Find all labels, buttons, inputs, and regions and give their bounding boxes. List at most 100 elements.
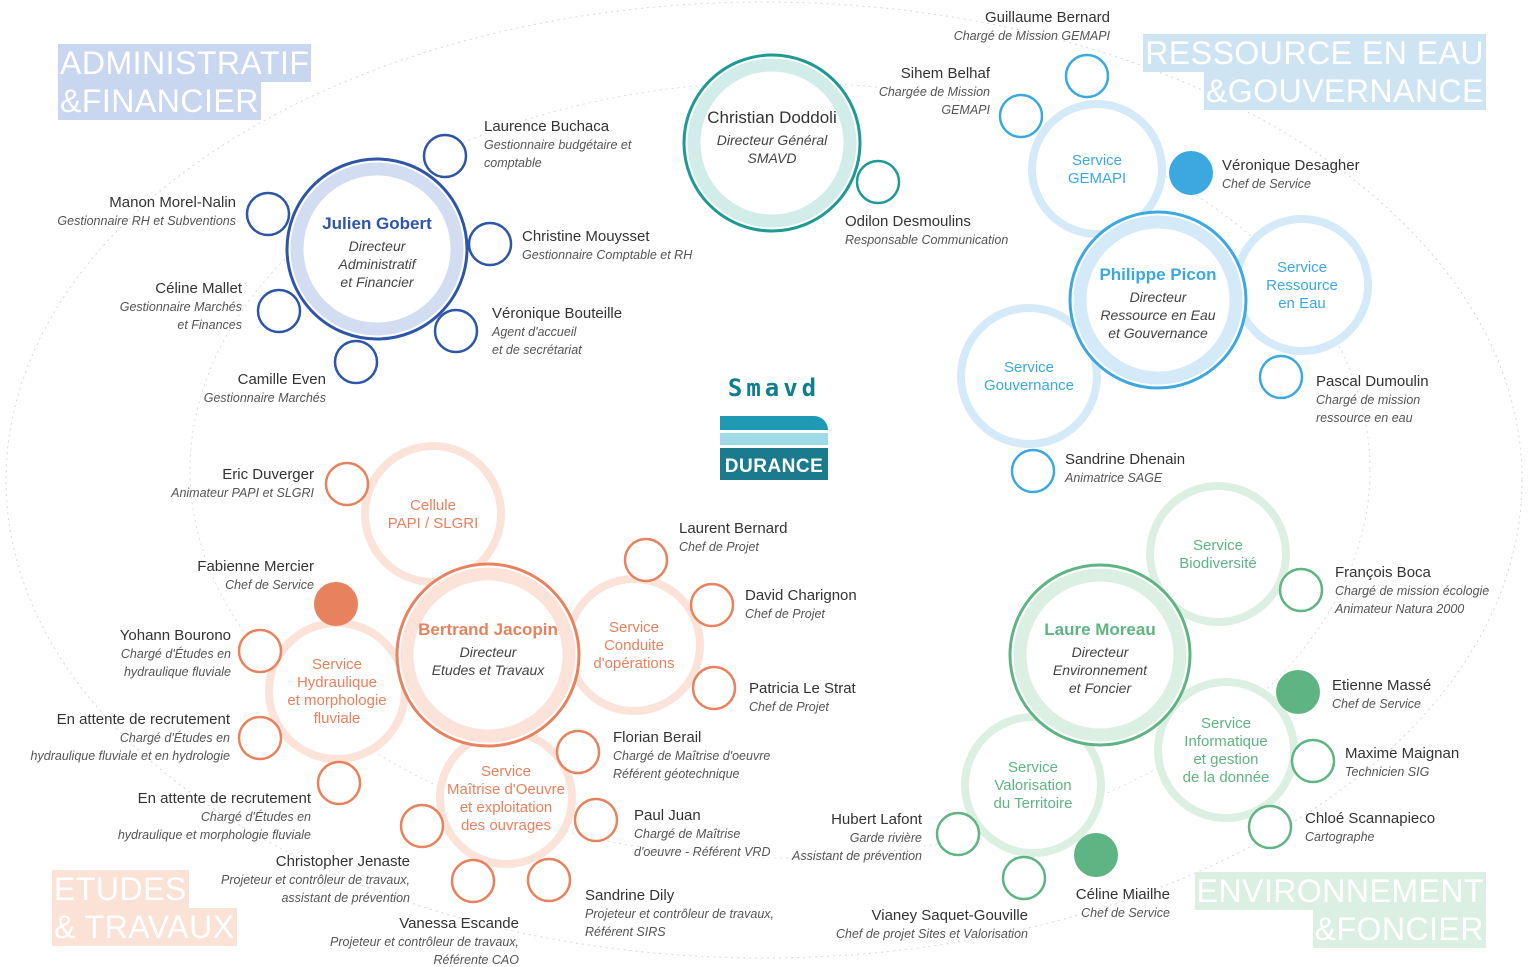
hub-dg-inner-ring xyxy=(687,58,857,228)
service-moe-label: Service xyxy=(481,763,531,780)
service-moe-label: des ouvrages xyxy=(461,817,551,834)
logo-wave-bottom xyxy=(720,448,828,480)
person-odilon-role: Responsable Communication xyxy=(845,233,1008,247)
service-hydraulique-label: Service xyxy=(312,656,362,673)
person-manon-ring xyxy=(245,191,291,237)
person-hubert-ring xyxy=(935,811,981,857)
person-david-name: David Charignon xyxy=(745,587,857,604)
person-vianey-role: Chef de projet Sites et Valorisation xyxy=(836,927,1028,941)
person-attente1-ring xyxy=(237,715,283,761)
person-yohann-role: Chargé d'Études en xyxy=(121,646,231,661)
person-sandrine-di-ring xyxy=(526,857,572,903)
person-celine-m-name: Céline Mallet xyxy=(155,280,243,297)
person-francois-role: Chargé de mission écologie xyxy=(1335,584,1489,598)
person-sandrine-dh-name: Sandrine Dhenain xyxy=(1065,451,1185,468)
person-florian-ring xyxy=(555,729,601,775)
person-francois-role: Animateur Natura 2000 xyxy=(1334,602,1464,616)
person-etienne-role: Chef de Service xyxy=(1332,697,1421,711)
section-title-works: ETUDES & TRAVAUX xyxy=(52,870,237,946)
person-fabienne-name: Fabienne Mercier xyxy=(197,558,314,575)
person-hubert-name: Hubert Lafont xyxy=(831,811,923,828)
hub-admin-inner-ring xyxy=(290,162,464,336)
person-vanessa-role: Projeteur et contrôleur de travaux, xyxy=(330,935,519,949)
person-celine-m-role: Gestionnaire Marchés xyxy=(120,300,242,314)
service-conduite-label: Service xyxy=(609,619,659,636)
person-eric-role: Animateur PAPI et SLGRI xyxy=(170,486,314,500)
hub-water-outer-ring xyxy=(1068,210,1248,390)
person-david-role: Chef de Projet xyxy=(745,607,825,621)
person-celine-mi-role: Chef de Service xyxy=(1081,906,1170,920)
person-vianey-name: Vianey Saquet-Gouville xyxy=(872,907,1029,924)
person-christopher-role: assistant de prévention xyxy=(281,891,410,905)
service-informatique-label: Service xyxy=(1201,715,1251,732)
person-veronique-d-dot xyxy=(1169,151,1213,195)
person-veronique-b-role: et de secrétariat xyxy=(492,343,582,357)
service-papi-label: Cellule xyxy=(410,497,456,514)
person-attente1-role: Chargé d'Études en xyxy=(120,730,230,745)
logo-wave-middle xyxy=(720,433,828,445)
hub-env-outer-ring xyxy=(1008,563,1192,747)
hub-works-inner-ring xyxy=(400,567,576,743)
service-valorisation-label: du Territoire xyxy=(994,795,1073,812)
person-vanessa-name: Vanessa Escande xyxy=(399,915,519,932)
person-laurent-name: Laurent Bernard xyxy=(679,520,787,537)
hub-admin-role: Administratif xyxy=(337,256,417,272)
person-chloe-role: Cartographe xyxy=(1305,830,1375,844)
person-sandrine-dh-ring xyxy=(1010,448,1056,494)
person-celine-mi-name: Céline Miailhe xyxy=(1076,886,1170,903)
person-hubert-role: Assistant de prévention xyxy=(791,849,922,863)
person-francois-ring xyxy=(1278,567,1324,613)
person-sihem-role: GEMAPI xyxy=(941,103,990,117)
hub-works-role: Directeur xyxy=(460,644,518,660)
service-papi-circle xyxy=(361,442,505,586)
person-fabienne-role: Chef de Service xyxy=(225,578,314,592)
service-biodiversite-circle xyxy=(1146,482,1290,626)
person-florian-role: Référent géotechnique xyxy=(613,767,740,781)
hub-admin-role: Directeur xyxy=(349,238,407,254)
person-christine-ring xyxy=(467,221,513,267)
person-florian-name: Florian Berail xyxy=(613,729,701,746)
service-hydraulique-label: et morphologie xyxy=(287,692,386,709)
person-patricia-role: Chef de Projet xyxy=(749,700,829,714)
person-laurence-name: Laurence Buchaca xyxy=(484,118,610,135)
logo-subtitle: DURANCE xyxy=(724,456,824,477)
person-sihem-name: Sihem Belhaf xyxy=(901,65,991,82)
service-informatique-circle xyxy=(1154,678,1298,822)
person-maxime-ring xyxy=(1290,738,1336,784)
person-christine-name: Christine Mouysset xyxy=(522,228,650,245)
service-gemapi-label: Service xyxy=(1072,152,1122,169)
person-veronique-d-role: Chef de Service xyxy=(1222,177,1311,191)
hub-env-inner-ring xyxy=(1013,568,1187,742)
person-patricia-name: Patricia Le Strat xyxy=(749,680,857,697)
service-conduite-label: d'opérations xyxy=(593,655,674,672)
service-informatique-label: Informatique xyxy=(1184,733,1267,750)
person-etienne-name: Etienne Massé xyxy=(1332,677,1431,694)
hub-works-outer-ring xyxy=(395,562,581,748)
person-guillaume-ring xyxy=(1064,53,1110,99)
service-moe-label: Maîtrise d'Oeuvre xyxy=(447,781,565,798)
section-title-admin: ADMINISTRATIF &FINANCIER xyxy=(58,44,312,120)
service-valorisation-label: Valorisation xyxy=(994,777,1071,794)
person-vanessa-role: Référente CAO xyxy=(434,953,520,967)
person-paul-role: d'oeuvre - Référent VRD xyxy=(634,845,770,859)
person-laurent-role: Chef de Projet xyxy=(679,540,759,554)
service-gouvernance-label: Gouvernance xyxy=(984,377,1074,394)
service-gemapi-circle xyxy=(1028,100,1166,238)
person-pascal-role: Chargé de mission xyxy=(1316,393,1420,407)
hub-env-name: Laure Moreau xyxy=(1044,620,1155,639)
person-fabienne-dot xyxy=(314,582,358,626)
hub-works-name: Bertrand Jacopin xyxy=(418,620,558,639)
person-yohann-role: hydraulique fluviale xyxy=(124,665,231,679)
person-florian-role: Chargé de Maîtrise d'oeuvre xyxy=(613,749,770,763)
hub-env-role: et Foncier xyxy=(1069,680,1133,696)
person-guillaume-role: Chargé de Mission GEMAPI xyxy=(954,29,1111,43)
person-sihem-role: Chargée de Mission xyxy=(879,85,990,99)
service-moe-label: et exploitation xyxy=(460,799,553,816)
person-christopher-name: Christopher Jenaste xyxy=(276,853,410,870)
service-conduite-label: Conduite xyxy=(604,637,664,654)
hub-admin-name: Julien Gobert xyxy=(322,214,432,233)
person-laurence-role: comptable xyxy=(484,156,542,170)
logo-wordmark: Smavd xyxy=(727,374,821,402)
hub-water-role: Ressource en Eau xyxy=(1100,307,1215,323)
